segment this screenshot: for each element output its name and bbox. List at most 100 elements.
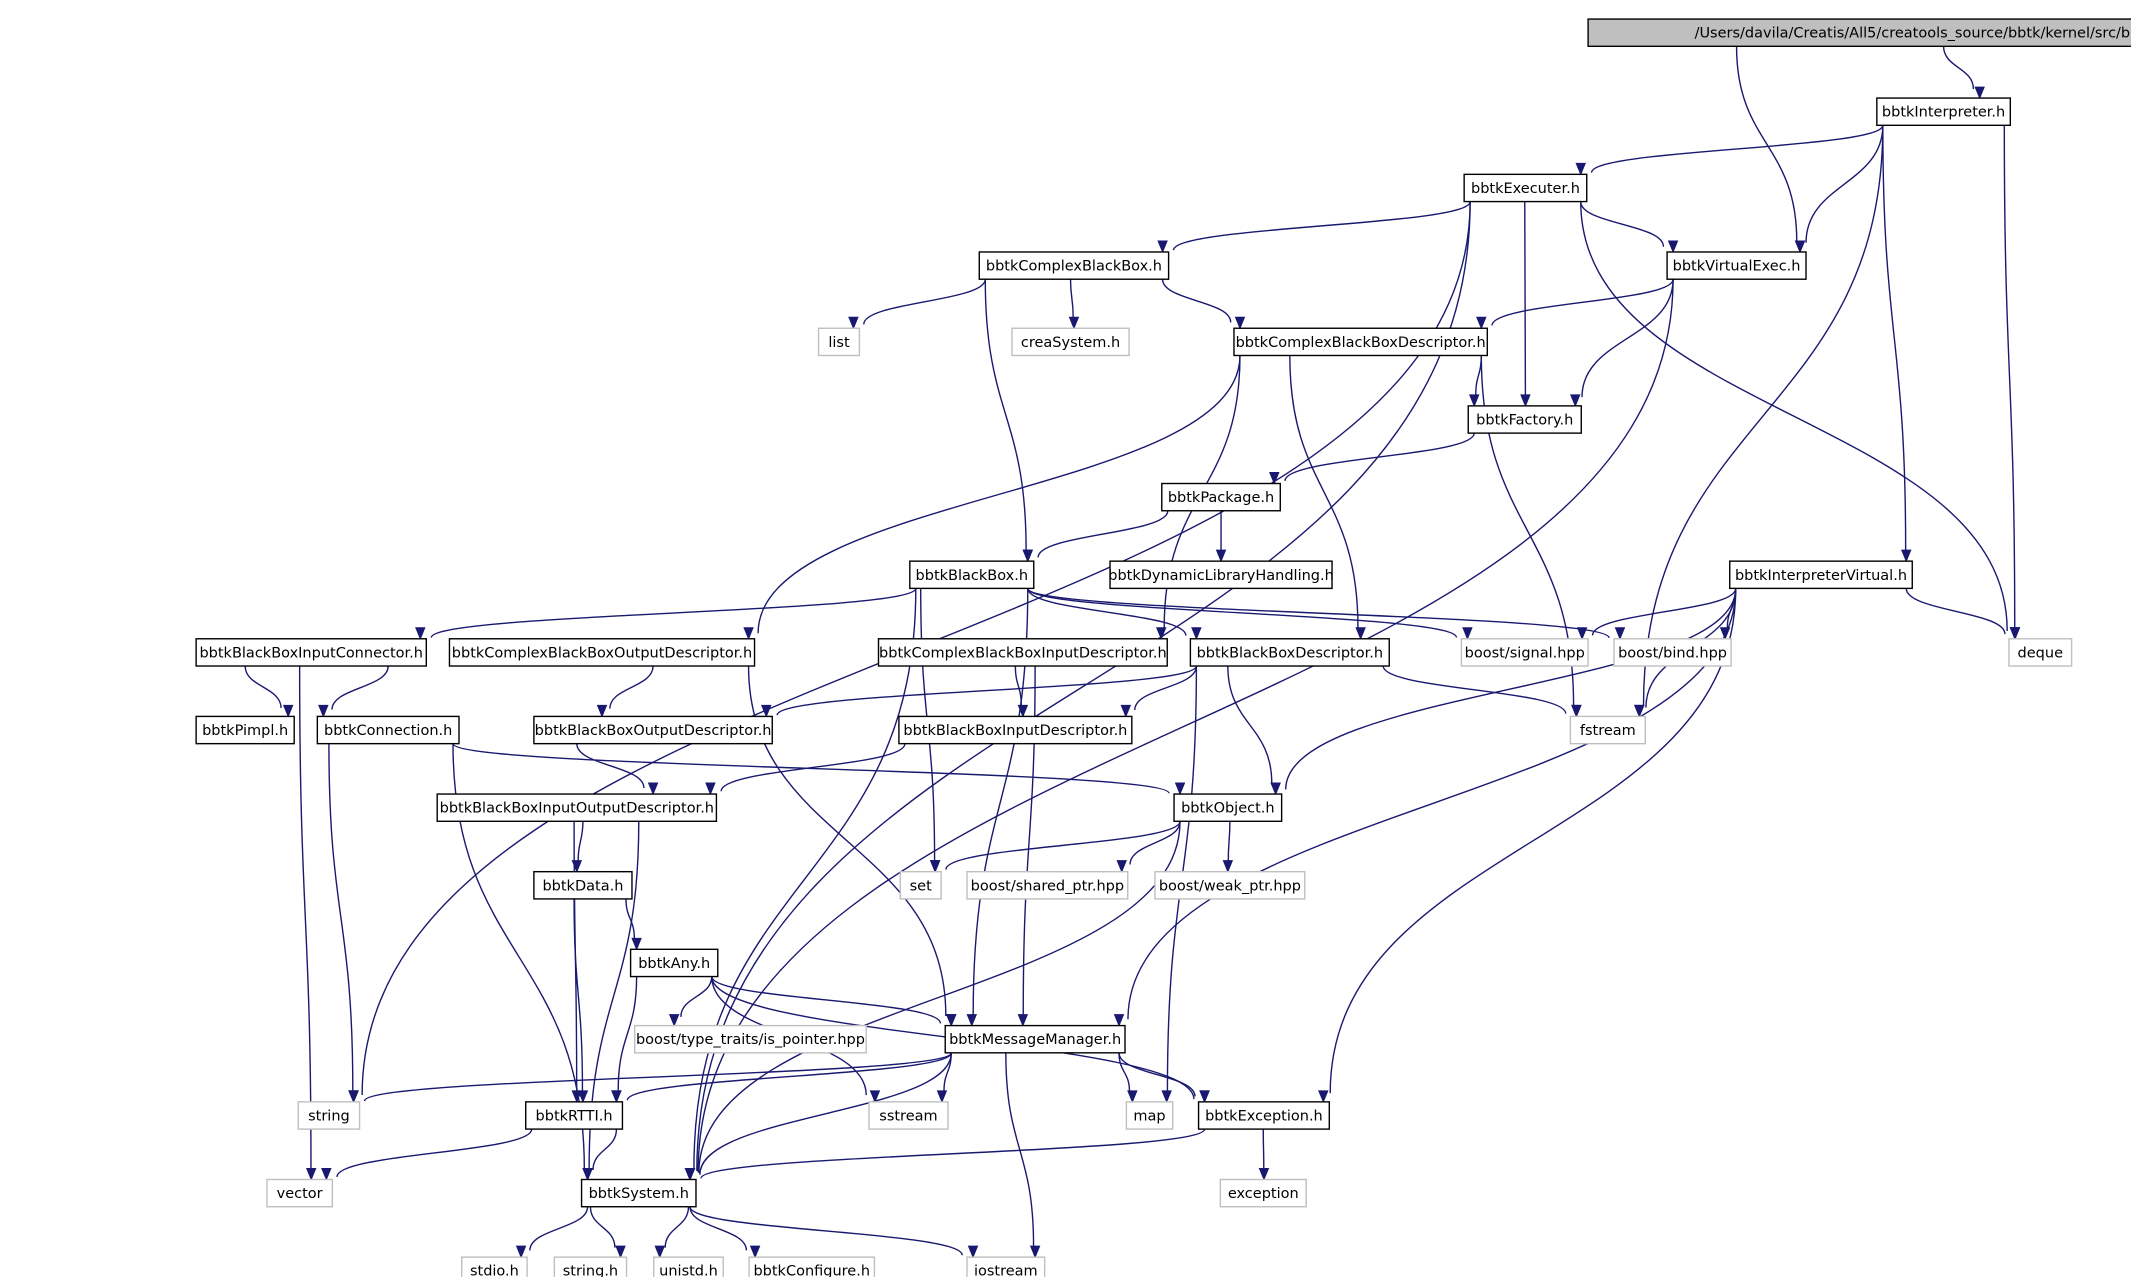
node-box bbox=[580, 1178, 697, 1208]
edge-arrowhead bbox=[936, 1090, 948, 1104]
edge-data-to-any bbox=[625, 898, 642, 951]
node-box bbox=[633, 1024, 867, 1054]
edge-line bbox=[1580, 201, 1665, 247]
edge-rtti-to-vector bbox=[321, 1128, 533, 1181]
node-label: bbtkMessageManager.h bbox=[949, 1032, 1121, 1048]
node-box bbox=[909, 560, 1035, 590]
edge-line bbox=[430, 587, 917, 639]
node-box bbox=[1173, 793, 1283, 822]
edge-line bbox=[693, 588, 917, 1170]
edge-arrowhead bbox=[1161, 1090, 1172, 1104]
node-label: list bbox=[828, 335, 850, 351]
node-box bbox=[629, 948, 719, 978]
node-label: bbtkConfigure.h bbox=[753, 1264, 870, 1277]
edge-arrowhead bbox=[1022, 549, 1034, 563]
node-box bbox=[1109, 560, 1333, 590]
node-dlh: bbtkDynamicLibraryHandling.h bbox=[1108, 560, 1334, 590]
edge-iv-to-deque bbox=[1905, 588, 2021, 641]
node-box bbox=[898, 715, 1133, 745]
node-cbbod: bbtkComplexBlackBoxOutputDescriptor.h bbox=[448, 638, 756, 667]
edge-arrowhead bbox=[1157, 240, 1168, 254]
edge-arrowhead bbox=[1120, 704, 1132, 718]
edge-package-to-dlh bbox=[1215, 510, 1227, 563]
edge-bbd-to-fstream bbox=[1382, 665, 1582, 718]
edge-arrowhead bbox=[1520, 394, 1531, 408]
edge-system-to-stdio bbox=[515, 1206, 589, 1259]
node-box bbox=[1569, 715, 1646, 745]
node-iostream: iostream bbox=[966, 1256, 1046, 1277]
node-map: map bbox=[1125, 1101, 1174, 1130]
node-box bbox=[553, 1256, 628, 1277]
edge-arrowhead bbox=[1258, 1167, 1270, 1181]
node-label: sstream bbox=[879, 1108, 937, 1124]
node-label: bbtkBlackBoxInputOutputDescriptor.h bbox=[440, 801, 714, 817]
edge-line bbox=[1475, 355, 1482, 395]
node-box bbox=[1161, 482, 1281, 512]
node-label: bbtkComplexBlackBoxInputDescriptor.h bbox=[879, 645, 1167, 661]
edge-line bbox=[1227, 821, 1231, 861]
edge-arrowhead bbox=[1068, 316, 1080, 330]
node-box bbox=[966, 1256, 1046, 1277]
node-label: bbtkPimpl.h bbox=[202, 723, 288, 739]
edge-factory-to-package bbox=[1269, 432, 1475, 485]
node-bbod: bbtkBlackBoxOutputDescriptor.h bbox=[533, 715, 773, 745]
edge-line bbox=[1161, 279, 1232, 323]
edge-arrowhead bbox=[1127, 1090, 1138, 1104]
edge-arrowhead bbox=[869, 1090, 881, 1104]
edge-arrowhead bbox=[318, 704, 329, 718]
edge-line bbox=[720, 743, 906, 792]
edge-arrowhead bbox=[1614, 627, 1626, 641]
edge-arrowhead bbox=[1571, 704, 1582, 718]
edge-arrowhead bbox=[1318, 1090, 1329, 1104]
edge-arrowhead bbox=[1222, 860, 1234, 874]
edge-line bbox=[452, 743, 1170, 794]
node-bind: boost/bind.hpp bbox=[1613, 638, 1732, 667]
edge-arrowhead bbox=[1199, 1090, 1210, 1104]
node-label: boost/type_traits/is_pointer.hpp bbox=[636, 1032, 865, 1048]
node-box bbox=[868, 1101, 949, 1130]
edge-line bbox=[1580, 201, 2008, 631]
node-label: bbtkDynamicLibraryHandling.h bbox=[1108, 568, 1334, 584]
edge-arrowhead bbox=[1191, 627, 1202, 641]
edge-arrowhead bbox=[1270, 782, 1281, 796]
node-label: bbtkAny.h bbox=[638, 956, 710, 972]
node-box bbox=[525, 1101, 624, 1130]
edge-arrowhead bbox=[415, 627, 426, 641]
edge-bb-to-bbd bbox=[1027, 588, 1202, 641]
edge-line bbox=[689, 1206, 748, 1251]
edge-arrowhead bbox=[282, 704, 294, 718]
edge-line bbox=[1027, 588, 1187, 636]
edge-line bbox=[1491, 278, 1674, 326]
edge-arrowhead bbox=[577, 1090, 589, 1104]
node-stringh: string.h bbox=[553, 1256, 628, 1277]
edge-line bbox=[1262, 1129, 1265, 1169]
edge-iv-to-exception bbox=[1318, 588, 1737, 1104]
node-label: boost/bind.hpp bbox=[1618, 645, 1727, 661]
node-label: bbtkInterpreterVirtual.h bbox=[1735, 568, 1907, 584]
edge-line bbox=[609, 665, 654, 709]
edge-cbb-to-creasys bbox=[1068, 279, 1080, 330]
edge-bbic-to-vector bbox=[298, 666, 317, 1181]
edge-line bbox=[689, 1206, 963, 1256]
edge-line bbox=[863, 279, 986, 325]
edge-arrowhead bbox=[1974, 86, 1985, 100]
edge-line bbox=[1581, 279, 1674, 398]
edge-system-to-unistd bbox=[654, 1206, 690, 1259]
edge-line bbox=[1027, 587, 1610, 639]
node-label: fstream bbox=[1580, 723, 1636, 739]
edge-iv-to-signal bbox=[1576, 588, 1737, 641]
edge-arrowhead bbox=[1462, 627, 1473, 641]
edge-bbic-to-pimpl bbox=[244, 665, 294, 718]
edge-line bbox=[945, 821, 1181, 870]
edge-root-to-vexec bbox=[1735, 46, 1806, 254]
edge-line bbox=[1805, 125, 1884, 243]
edge-arrowhead bbox=[596, 704, 608, 718]
node-box bbox=[1197, 1101, 1331, 1130]
edge-arrowhead bbox=[848, 316, 859, 330]
edge-line bbox=[1014, 666, 1022, 706]
node-label: boost/signal.hpp bbox=[1465, 645, 1585, 661]
node-box bbox=[817, 327, 861, 357]
edge-cbb-to-cbbd bbox=[1161, 279, 1246, 330]
node-box bbox=[1587, 18, 2131, 48]
